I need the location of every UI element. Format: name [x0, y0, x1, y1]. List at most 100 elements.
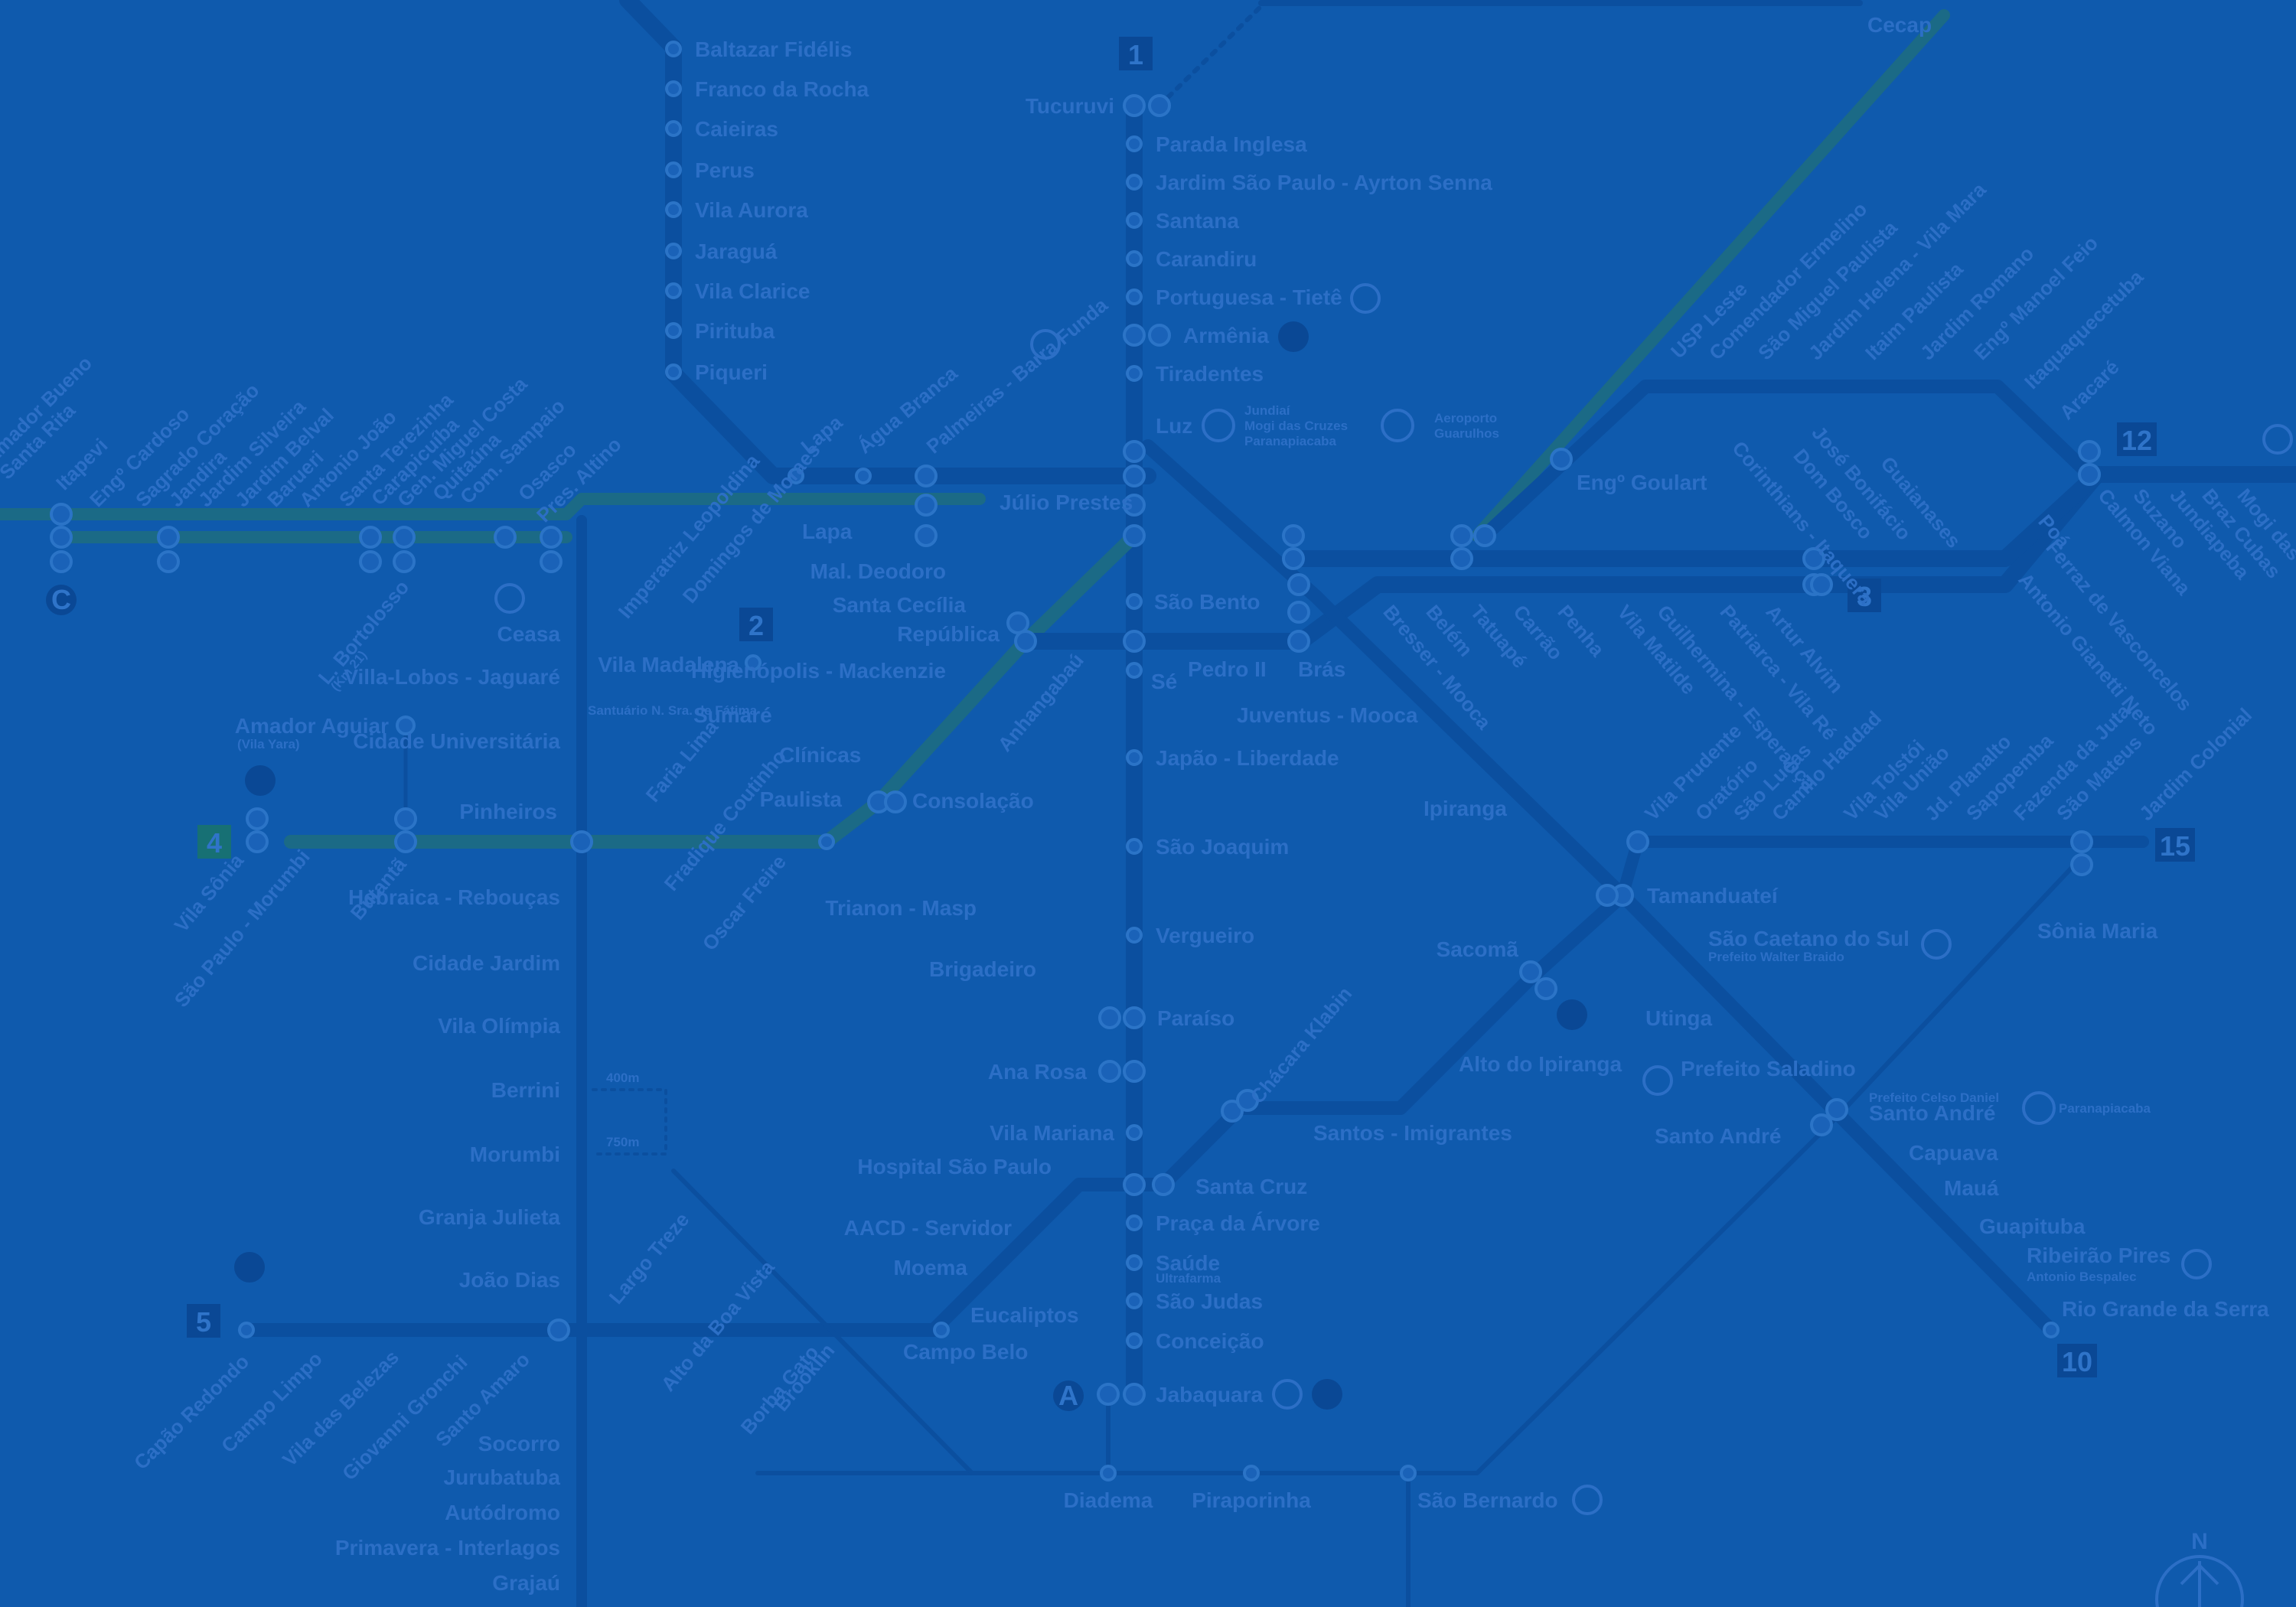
line-badge-1[interactable]: 1 [1119, 37, 1153, 70]
bicycle-parking-icon [234, 321, 1587, 1283]
line-4 [0, 493, 986, 543]
badge-text: 1 [1128, 39, 1143, 70]
line-badge-4[interactable]: 4 [197, 825, 231, 859]
destination-note: Paranapiacaba [1244, 434, 1337, 448]
zoo-icon [1312, 1379, 1342, 1410]
station-label: Caieiras [695, 117, 778, 141]
line-badge-a[interactable]: A [1053, 1380, 1084, 1411]
station-label: Cecap [1867, 13, 1932, 37]
line-badge-3[interactable]: 3 [1848, 579, 1881, 612]
line-badge-10[interactable]: 10 [2057, 1344, 2097, 1377]
station-label: Jardim São Paulo - Ayrton Senna [1156, 171, 1492, 194]
station-label: Autódromo [445, 1501, 560, 1524]
station-label: Prefeito Saladino [1681, 1057, 1856, 1081]
badge-text: 12 [2122, 425, 2152, 456]
station-label: Santo André [1869, 1101, 1995, 1125]
destination-note: Mogi das Cruzes [1244, 419, 1348, 433]
station-label: Tamanduateí [1647, 884, 1779, 908]
line-badge-5[interactable]: 5 [187, 1304, 220, 1338]
airport-icon [1381, 409, 1414, 442]
station-labels: Cecap Baltazar Fidélis Franco da Rocha C… [235, 13, 2269, 1595]
station-label: Piqueri [695, 360, 768, 384]
station-sublabel: Prefeito Walter Braido [1708, 950, 1844, 964]
station-label: Paraíso [1157, 1006, 1234, 1030]
station-label: Ribeirão Pires [2027, 1244, 2170, 1267]
station-label: Vila Madalena [598, 653, 739, 676]
station-label: Mauá [1944, 1176, 1999, 1200]
station-label: Socorro [478, 1432, 560, 1455]
compass-label: N [2191, 1529, 2208, 1554]
station-label: Portuguesa - Tietê [1156, 285, 1342, 309]
station-label: Júlio Prestes [1000, 491, 1133, 514]
station-label: AACD - Servidor [844, 1216, 1012, 1240]
compass-icon: N [2155, 1529, 2244, 1607]
station-label: Granja Julieta [419, 1205, 561, 1229]
station-label: Conceição [1156, 1329, 1264, 1353]
bus-terminal-icon [494, 283, 2293, 1515]
rotated-station-labels: Lapa Água Branca Palmeiras - Barra Funda… [0, 178, 2296, 1485]
station-label: Carandiru [1156, 247, 1257, 271]
station-label: São Bento [1154, 590, 1260, 614]
airport-note: Guarulhos [1434, 426, 1499, 441]
station-label: Guapituba [1979, 1214, 2086, 1238]
station-label: Hebraica - Rebouças [348, 885, 560, 909]
station-label: Saúde [1156, 1251, 1220, 1275]
station-label: Parada Inglesa [1156, 132, 1307, 156]
station-label: Mal. Deodoro [810, 559, 946, 583]
station-label: Pinheiros [459, 800, 557, 823]
station-label: Tiradentes [1156, 362, 1264, 386]
station-label: Brigadeiro [929, 957, 1036, 981]
badge-text: A [1058, 1380, 1078, 1411]
station-label: Vila Olímpia [438, 1014, 560, 1038]
station-label: Grajaú [492, 1571, 560, 1595]
station-label: Praça da Árvore [1156, 1211, 1320, 1235]
station-label: Campo Belo [903, 1340, 1028, 1364]
line-badge-12[interactable]: 12 [2117, 422, 2157, 456]
station-markers[interactable] [50, 41, 2101, 1482]
station-label: São Caetano do Sul [1708, 927, 1910, 950]
station-label: Sacomã [1437, 937, 1519, 961]
station-label: Armênia [1183, 324, 1269, 347]
station-label: Rio Grande da Serra [2062, 1297, 2269, 1321]
station-label: Ipiranga [1424, 797, 1507, 820]
badge-text: 3 [1857, 581, 1872, 612]
station-label: Baltazar Fidélis [695, 37, 852, 61]
station-label: Sé [1151, 670, 1177, 693]
station-label: Juventus - Mooca [1237, 703, 1418, 727]
station-label: Alto do Ipiranga [1459, 1052, 1623, 1076]
line-badge-2[interactable]: 2 [739, 608, 773, 641]
station-label: Moema [894, 1256, 968, 1279]
badge-text: 10 [2062, 1346, 2092, 1377]
station-label: Vila Aurora [695, 198, 808, 222]
walk-distance: 750m [606, 1135, 639, 1149]
station-label: Paulista [760, 787, 843, 811]
airport-note: Aeroporto [1434, 411, 1497, 425]
station-label: Japão - Liberdade [1156, 746, 1339, 770]
station-label: Cidade Universitária [353, 729, 560, 753]
line-5 [240, 888, 1629, 1337]
station-label: Cidade Jardim [413, 951, 560, 975]
station-label: Villa-Lobos - Jaguaré [344, 665, 560, 689]
line-badge-15[interactable]: 15 [2155, 828, 2195, 862]
station-sublabel: Santuário N. Sra. de Fátima [588, 703, 758, 718]
station-label: São Judas [1156, 1289, 1263, 1313]
station-label: Ceasa [497, 622, 560, 646]
station-label: São Joaquim [1156, 835, 1289, 859]
station-label: Piraporinha [1192, 1488, 1311, 1512]
station-label: Diadema [1064, 1488, 1153, 1512]
station-label: Largo Treze [605, 1208, 694, 1309]
station-label: Oscar Freire [698, 850, 791, 955]
badge-text: 4 [207, 827, 222, 859]
station-label: Jaraguá [695, 240, 778, 263]
station-label: Clínicas [779, 743, 861, 767]
badge-text: 2 [748, 610, 764, 641]
station-label: Jabaquara [1156, 1383, 1263, 1407]
line-badge-c[interactable]: C [46, 584, 77, 615]
station-label: Berrini [491, 1078, 560, 1102]
badge-text: 5 [196, 1306, 211, 1338]
station-label: Itaim Paulista [1861, 257, 1968, 364]
station-label: Santos - Imigrantes [1313, 1121, 1512, 1145]
train-icon [1202, 409, 2056, 1125]
